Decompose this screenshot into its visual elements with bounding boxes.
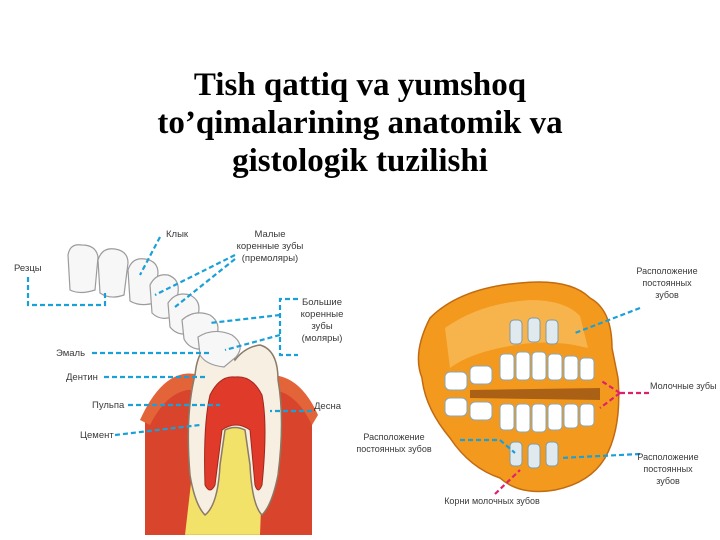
label-bolshie-3: зубы bbox=[311, 321, 333, 332]
title-line-1: Tish qattiq va yumshoq bbox=[193, 67, 527, 103]
leader-rezcy bbox=[26, 277, 107, 307]
label-korni: Корни молочных зубов bbox=[444, 496, 540, 506]
label-bolshie-4: (моляры) bbox=[302, 333, 343, 344]
label-emal: Эмаль bbox=[56, 348, 85, 359]
label-rezcy: Резцы bbox=[14, 263, 42, 274]
label-malye-1: Малые bbox=[255, 229, 286, 240]
upper-teeth bbox=[444, 351, 595, 391]
title-line-3: gistologik tuzilishi bbox=[232, 143, 488, 179]
label-raspol-br-3: зубов bbox=[656, 476, 680, 486]
leader-klyk bbox=[139, 236, 161, 276]
leader-raspol-left bbox=[460, 438, 516, 454]
label-raspol-br-2: постоянных bbox=[643, 464, 693, 474]
label-bolshie-1: Большие bbox=[302, 297, 342, 308]
label-raspol-left-2: постоянных зубов bbox=[356, 444, 431, 454]
label-desna: Десна bbox=[314, 401, 342, 412]
label-pulpa: Пульпа bbox=[92, 400, 125, 411]
label-dentin: Дентин bbox=[66, 372, 98, 383]
lower-teeth bbox=[444, 397, 595, 433]
leader-molochnye bbox=[599, 379, 650, 409]
jaw-teeth-diagram: Расположение постоянных зубов Молочные з… bbox=[356, 266, 716, 506]
label-klyk: Клык bbox=[166, 229, 189, 240]
label-raspol-top-3: зубов bbox=[655, 290, 679, 300]
mouth-gap bbox=[470, 388, 600, 400]
leader-raspol-top bbox=[574, 306, 641, 335]
title-line-2: to’qimalarining anatomik va bbox=[157, 105, 563, 141]
leader-raspol-br bbox=[559, 452, 641, 460]
tooth-anatomy-diagram: Резцы Клык Малые коренные зубы (премоляр… bbox=[14, 229, 344, 535]
tooth-row bbox=[67, 244, 241, 368]
leader-bolshie bbox=[209, 297, 298, 357]
label-malye-3: (премоляры) bbox=[242, 253, 298, 264]
permanent-teeth-buds bbox=[509, 317, 559, 469]
slide-title: Tish qattiq va yumshoq to’qimalarining a… bbox=[60, 66, 660, 180]
label-raspol-br-1: Расположение bbox=[637, 452, 698, 462]
label-raspol-left-1: Расположение bbox=[363, 432, 424, 442]
leader-korni bbox=[494, 469, 521, 495]
leader-malye bbox=[154, 254, 236, 308]
label-cement: Цемент bbox=[80, 430, 114, 441]
leader-cement bbox=[114, 423, 201, 437]
label-bolshie-2: коренные bbox=[301, 309, 344, 320]
label-molochnye: Молочные зубы bbox=[650, 381, 716, 391]
label-raspol-top-1: Расположение bbox=[636, 266, 697, 276]
label-malye-2: коренные зубы bbox=[237, 241, 304, 252]
label-raspol-top-2: постоянных bbox=[642, 278, 692, 288]
